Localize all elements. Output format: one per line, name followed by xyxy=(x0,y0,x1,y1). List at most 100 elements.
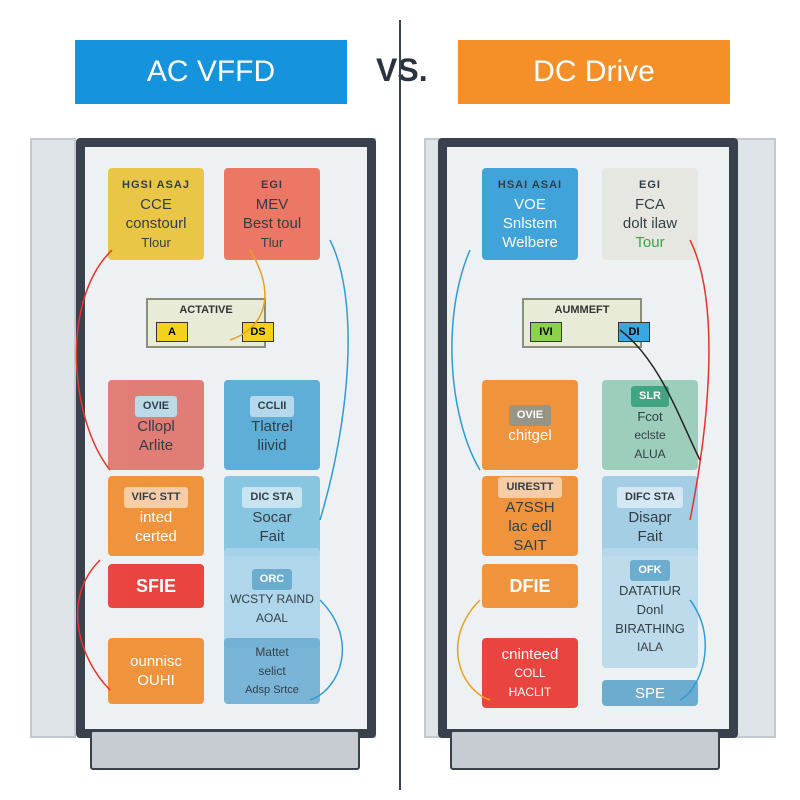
left-cabinet-side-outer xyxy=(30,138,76,738)
ac-cabinet-base xyxy=(90,730,360,770)
ac-mid-right-header: CCLII xyxy=(249,395,295,417)
dc-orange-module-label: DFIE xyxy=(509,575,551,596)
ac-bottom-left-line1: ounnisc xyxy=(130,653,182,670)
dc-mid-left-header: OVIE xyxy=(508,405,552,426)
ac-top-right-line1: MEV xyxy=(255,196,289,213)
dc-top-left-module: HSAI ASAI VOE Snlstem Welbere xyxy=(482,168,578,260)
ac-mid-right-line2: liivid xyxy=(257,436,287,454)
dc-title: DC Drive xyxy=(533,55,655,88)
ac-top-left-line3: Tlour xyxy=(141,235,171,250)
dc-bottom-right-module: SPE xyxy=(602,680,698,706)
ac-mid-right-module: CCLII Tlatrel liivid xyxy=(224,380,320,470)
ac-blue-module-header: ORC xyxy=(251,568,293,590)
ac-low-left-header: VIFC STT xyxy=(123,486,189,508)
dc-low-left-module: UIRESTT A7SSH lac edl SAIT xyxy=(482,476,578,556)
ac-bottom-left-line2: OUHI xyxy=(137,672,175,689)
ac-low-left-line1: inted xyxy=(139,508,173,526)
ac-top-left-module: HGSI ASAJ CCE constourl Tlour xyxy=(108,168,204,260)
ac-mid-right-line1: Tlatrel xyxy=(251,417,293,435)
dc-low-right-line1: Disapr xyxy=(628,508,672,526)
ac-title-banner: AC VFFD xyxy=(75,40,347,104)
dc-top-left-header: HSAI ASAI xyxy=(497,179,563,191)
ac-blue-module-line2: AOAL xyxy=(255,610,288,625)
dc-orange-module: DFIE xyxy=(482,564,578,608)
dc-low-left-header: UIRESTT xyxy=(498,477,562,498)
ac-low-left-module: VIFC STT inted certed xyxy=(108,476,204,556)
ac-top-right-line2: Best toul xyxy=(242,215,302,232)
dc-blue-module-line2: Donl xyxy=(636,601,664,617)
ac-bottom-right-line3: Adsp Srtce xyxy=(245,683,299,696)
ac-chip-a-label: A xyxy=(168,326,176,338)
ac-chip-b-label: DS xyxy=(250,326,266,338)
dc-chip-a: IVI xyxy=(530,322,562,342)
dc-low-left-line3: SAIT xyxy=(513,537,547,554)
vs-label: VS. xyxy=(376,52,428,88)
dc-chip-b-label: DI xyxy=(628,326,640,338)
dc-mid-right-line3: ALUA xyxy=(634,447,666,461)
ac-cabinet: HGSI ASAJ CCE constourl Tlour EGI MEV Be… xyxy=(76,138,376,738)
ac-top-right-line3: Tlur xyxy=(260,235,284,250)
ac-low-right-header: DIC STA xyxy=(242,486,302,508)
dc-blue-module-header: OFK xyxy=(630,559,670,581)
ac-bottom-right-module: Mattet selict Adsp Srtce xyxy=(224,638,320,704)
dc-cabinet: HSAI ASAI VOE Snlstem Welbere EGI FCA do… xyxy=(438,138,738,738)
ac-low-left-line2: certed xyxy=(135,527,177,545)
ac-chip-b: DS xyxy=(242,322,274,342)
dc-top-right-line2: dolt ilaw xyxy=(622,215,678,232)
ac-red-module-label: SFIE xyxy=(135,575,176,596)
dc-mid-left-line1: chitgel xyxy=(508,427,552,444)
dc-top-left-line1: VOE xyxy=(514,196,546,213)
ac-low-right-line1: Socar xyxy=(252,508,292,526)
ac-top-left-line1: CCE xyxy=(140,196,172,213)
ac-bottom-right-line1: Mattet xyxy=(255,644,289,659)
ac-top-right-header: EGI xyxy=(261,179,283,191)
ac-mid-left-header: OVIE xyxy=(134,395,178,417)
ac-top-left-line2: constourl xyxy=(125,215,187,232)
ac-bottom-right-line2: selict xyxy=(258,663,286,678)
dc-top-left-line3: Welbere xyxy=(502,234,558,251)
dc-center-plate-label: AUMMEFT xyxy=(554,304,610,316)
ac-low-right-line2: Fait xyxy=(259,527,285,545)
dc-cabinet-base xyxy=(450,730,720,770)
dc-top-right-line1: FCA xyxy=(635,196,665,213)
dc-top-right-module: EGI FCA dolt ilaw Tour xyxy=(602,168,698,260)
dc-bottom-left-line2: COLL xyxy=(514,665,546,680)
dc-chip-a-label: IVI xyxy=(539,326,553,338)
ac-center-plate-label: ACTATIVE xyxy=(179,304,233,316)
dc-top-left-line2: Snlstem xyxy=(502,215,558,232)
center-divider xyxy=(399,20,401,790)
dc-top-right-header: EGI xyxy=(639,179,661,191)
ac-low-right-module: DIC STA Socar Fait xyxy=(224,476,320,556)
dc-mid-left-module: OVIE chitgel xyxy=(482,380,578,470)
ac-red-module: SFIE xyxy=(108,564,204,608)
ac-mid-left-module: OVIE Cllopl Arlite xyxy=(108,380,204,470)
dc-blue-module-line1: DATATIUR xyxy=(618,582,682,598)
dc-mid-right-line1: Fcot xyxy=(637,409,663,424)
dc-blue-module-line3: BIRATHING xyxy=(615,620,685,636)
dc-low-right-module: DIFC STA Disapr Fait xyxy=(602,476,698,556)
dc-low-left-line1: A7SSH xyxy=(505,499,555,516)
ac-mid-left-line2: Arlite xyxy=(138,436,174,454)
ac-blue-module: ORC WCSTY RAIND AOAL xyxy=(224,548,320,648)
ac-title: AC VFFD xyxy=(146,55,276,88)
dc-top-right-line3: Tour xyxy=(635,234,665,251)
ac-top-left-header: HGSI ASAJ xyxy=(122,179,190,191)
ac-top-right-module: EGI MEV Best toul Tlur xyxy=(224,168,320,260)
ac-blue-module-line1: WCSTY RAIND xyxy=(230,591,314,606)
dc-bottom-left-line3: HACLIT xyxy=(508,684,552,699)
dc-mid-right-header: SLR xyxy=(631,386,669,407)
dc-chip-b: DI xyxy=(618,322,650,342)
ac-bottom-left-module: ounnisc OUHI xyxy=(108,638,204,704)
dc-mid-right-line2: eclste xyxy=(634,428,666,442)
dc-bottom-left-line1: cninteed xyxy=(501,645,559,663)
dc-bottom-right-line1: SPE xyxy=(634,684,665,702)
dc-low-right-line2: Fait xyxy=(637,527,663,545)
dc-mid-right-module: SLR Fcot eclste ALUA xyxy=(602,380,698,470)
dc-title-banner: DC Drive xyxy=(458,40,730,104)
dc-blue-module: OFK DATATIUR Donl BIRATHING IALA xyxy=(602,548,698,668)
ac-mid-left-line1: Cllopl xyxy=(137,417,175,435)
dc-low-left-line2: lac edl xyxy=(508,518,552,535)
dc-blue-module-line4: IALA xyxy=(636,639,663,654)
dc-bottom-left-module: cninteed COLL HACLIT xyxy=(482,638,578,708)
dc-low-right-header: DIFC STA xyxy=(617,486,683,508)
